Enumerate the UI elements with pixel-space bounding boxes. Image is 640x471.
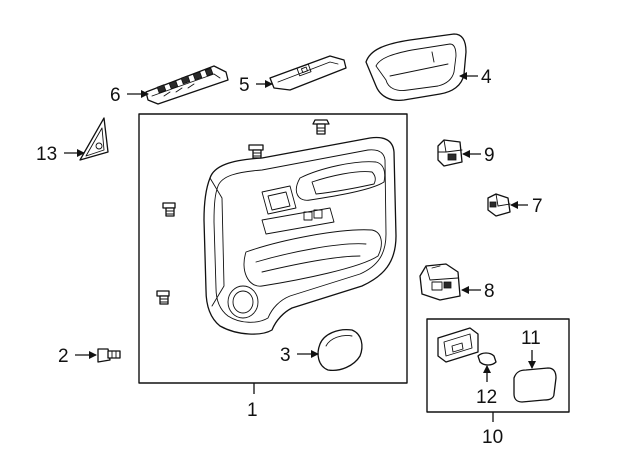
clip-top (312, 119, 330, 135)
part-11-lens (513, 367, 557, 403)
part-2-clip (97, 348, 121, 363)
group-frame-1 (138, 113, 408, 384)
part-13-triangle (79, 117, 109, 161)
part-4-armrest (365, 33, 467, 102)
part-6-master-switch (145, 65, 229, 105)
callout-1: 1 (247, 400, 258, 421)
part-5-switch-bezel (269, 55, 347, 91)
part-10-lamp-housing (437, 327, 479, 363)
callout-2: 2 (58, 346, 69, 367)
part-7-switch (487, 193, 511, 217)
callout-13: 13 (36, 144, 57, 165)
group-frame-10 (426, 318, 570, 413)
clip-lower (156, 290, 170, 305)
callout-9: 9 (484, 145, 495, 166)
callout-6: 6 (110, 85, 121, 106)
callout-5: 5 (239, 75, 250, 96)
door-trim-panel (203, 136, 397, 335)
part-8-switch-assy (419, 263, 461, 301)
callout-7: 7 (532, 196, 543, 217)
callout-3: 3 (280, 345, 291, 366)
callout-4: 4 (481, 67, 492, 88)
callout-8: 8 (484, 281, 495, 302)
part-12-bulb (477, 352, 497, 366)
callout-10: 10 (482, 427, 503, 448)
callout-12: 12 (476, 387, 497, 408)
clip-upper (248, 144, 264, 159)
callout-11: 11 (521, 328, 541, 349)
part-9-switch (437, 139, 463, 167)
part-3-cover (317, 328, 363, 372)
clip-middle (162, 202, 176, 217)
